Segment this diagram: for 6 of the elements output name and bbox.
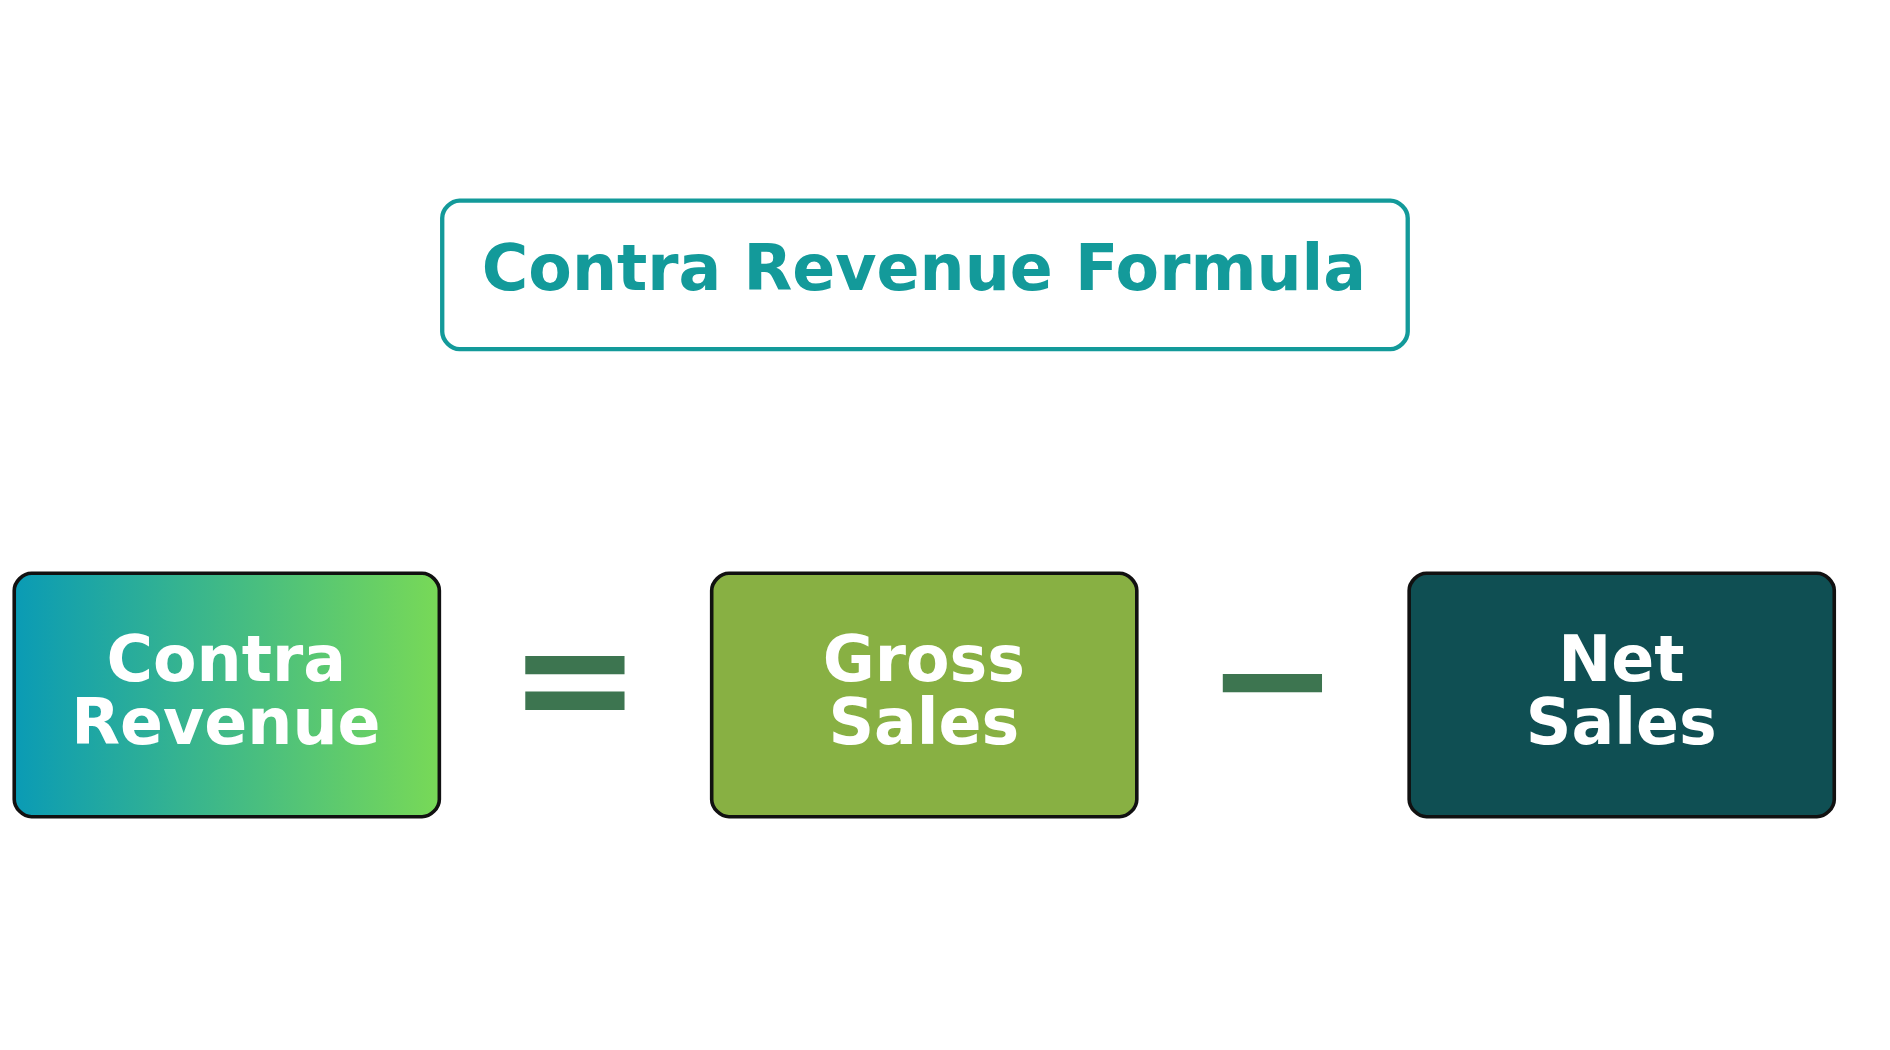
node-box: Contra Revenue — [12, 570, 442, 819]
label: = — [508, 585, 642, 770]
node-box: Gross Sales — [709, 570, 1139, 819]
node-box: Net Sales — [1407, 570, 1837, 819]
label: − — [1205, 585, 1339, 770]
diagram-title: Contra Revenue Formula — [481, 230, 1367, 305]
